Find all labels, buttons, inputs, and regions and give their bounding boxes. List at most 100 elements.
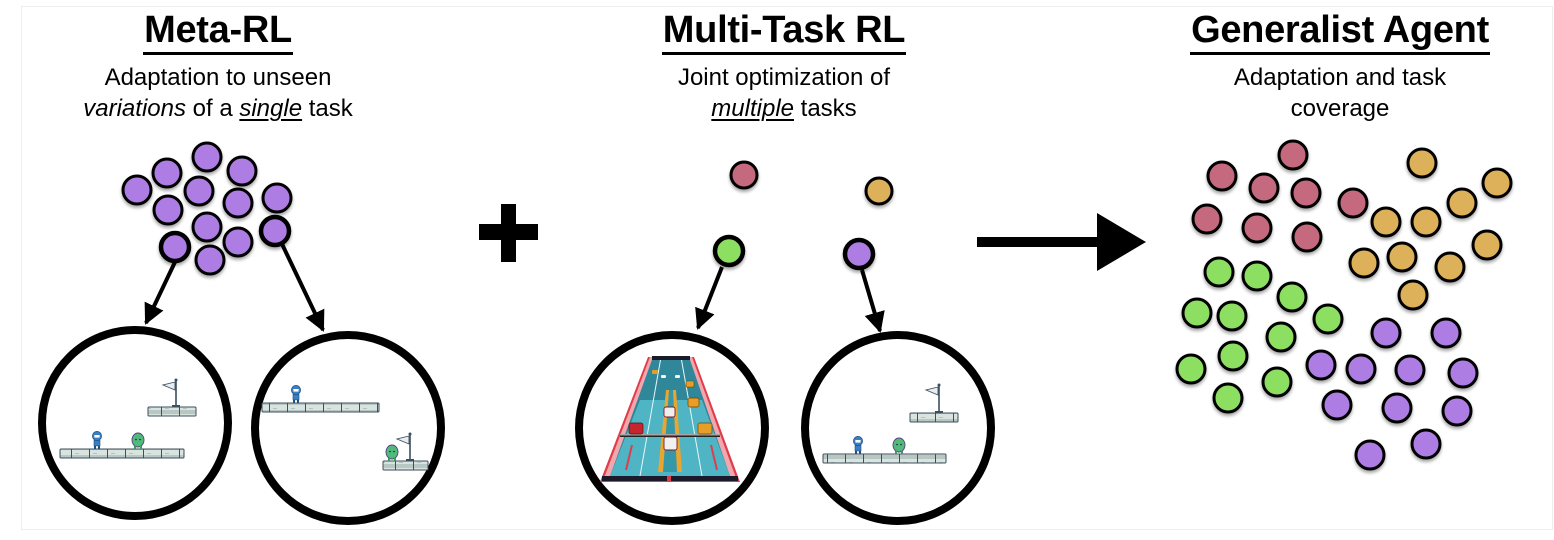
scene-circle <box>38 326 232 520</box>
orange-task-dot <box>1348 247 1380 279</box>
race-car-icon <box>675 375 680 378</box>
meta-rl-arrow-left <box>144 261 177 325</box>
platform <box>822 453 947 464</box>
purple-task-dot <box>194 244 226 276</box>
green-task-dot <box>1312 303 1344 335</box>
orange-task-dot <box>1434 251 1466 283</box>
multi-task-arrow-racing <box>695 266 724 330</box>
generalist-agent-task-cluster <box>1175 139 1513 471</box>
meta-rl-subtitle: Adaptation to unseen variations of a sin… <box>68 62 368 124</box>
purple-task-dot <box>1321 389 1353 421</box>
platform <box>382 460 429 471</box>
multi-task-rl-subtitle: Joint optimization of multiple tasks <box>614 62 954 124</box>
purple-task-dot <box>1394 354 1426 386</box>
multi-task-rl-task-cluster <box>712 160 894 271</box>
green-task-dot <box>1217 340 1249 372</box>
meta-rl-emphasis-variations: variations <box>83 95 186 122</box>
orange-task-dot <box>1386 241 1418 273</box>
selected-purple-task-dot <box>158 230 192 264</box>
platform <box>261 402 380 413</box>
multi-task-rl-subtitle-line2: multiple tasks <box>614 93 954 124</box>
purple-task-dot <box>1410 428 1442 460</box>
pink-task-dot <box>1206 160 1238 192</box>
pink-task-dot <box>1241 212 1273 244</box>
goal-flag-icon <box>924 383 943 413</box>
green-task-dot <box>1265 321 1297 353</box>
orange-task-dot <box>1370 206 1402 238</box>
race-car-icon <box>663 406 676 418</box>
multi-task-arrow-platformer <box>860 269 885 333</box>
selected-purple-task-dot <box>258 214 292 248</box>
green-task-dot <box>1276 281 1308 313</box>
generalist-agent-title: Generalist Agent <box>1190 8 1490 55</box>
multi-task-rl-header: Multi-Task RL Joint optimization of mult… <box>614 8 954 124</box>
orange-task-dot <box>1446 187 1478 219</box>
ninja-agent-icon <box>92 431 102 449</box>
generalist-agent-header: Generalist Agent Adaptation and task cov… <box>1140 8 1540 124</box>
purple-task-dot <box>261 182 293 214</box>
multi-task-rl-title: Multi-Task RL <box>661 8 907 55</box>
arrow-right-icon <box>977 213 1146 271</box>
orange-task-dot <box>1410 206 1442 238</box>
purple-task-dot <box>1305 349 1337 381</box>
orange-task-dot <box>864 176 894 206</box>
multi-task-rl-emphasis-multiple: multiple <box>711 95 794 122</box>
race-car-icon <box>697 422 713 435</box>
pink-task-dot <box>1191 203 1223 235</box>
meta-rl-arrow-right <box>280 243 325 332</box>
meta-rl-header: Meta-RL Adaptation to unseen variations … <box>68 8 368 124</box>
meta-rl-title: Meta-RL <box>143 8 293 55</box>
purple-task-dot <box>121 174 153 206</box>
platform <box>147 406 197 417</box>
scene-circle <box>251 331 445 525</box>
orange-task-dot <box>1471 229 1503 261</box>
task-scene-platformer-2 <box>251 331 445 525</box>
purple-task-dot <box>1441 395 1473 427</box>
generalist-agent-subtitle: Adaptation and task coverage <box>1140 62 1540 124</box>
goal-flag-icon <box>161 378 180 407</box>
race-car-icon <box>661 375 666 378</box>
meta-rl-subtitle-line1: Adaptation to unseen <box>104 64 332 91</box>
green-task-dot <box>1241 260 1273 292</box>
purple-task-dot <box>191 211 223 243</box>
green-task-dot <box>1175 353 1207 385</box>
purple-task-dot <box>1370 317 1402 349</box>
orange-task-dot <box>1397 279 1429 311</box>
ninja-agent-icon <box>853 436 863 454</box>
green-task-dot <box>1212 382 1244 414</box>
green-blob-icon <box>385 444 399 461</box>
meta-rl-subtitle-text: of a <box>185 95 240 122</box>
race-car-icon <box>663 436 678 451</box>
purple-task-dot <box>222 226 254 258</box>
purple-task-dot <box>226 155 258 187</box>
race-car-icon <box>628 422 644 435</box>
green-blob-icon <box>892 437 906 454</box>
ninja-agent-icon <box>291 385 301 403</box>
goal-flag-icon <box>395 432 414 461</box>
pink-task-dot <box>1291 221 1323 253</box>
orange-task-dot <box>1481 167 1513 199</box>
purple-task-dot <box>1430 317 1462 349</box>
purple-task-dot <box>1381 392 1413 424</box>
meta-rl-emphasis-single: single <box>239 95 303 122</box>
purple-task-dot <box>222 187 254 219</box>
pink-task-dot <box>1248 172 1280 204</box>
multi-task-rl-subtitle-line1: Joint optimization of <box>677 64 891 91</box>
race-car-icon <box>687 397 700 408</box>
green-task-dot <box>1261 366 1293 398</box>
plus-icon <box>479 204 538 262</box>
purple-task-dot <box>191 141 223 173</box>
race-car-icon <box>685 380 695 388</box>
platform <box>59 448 185 459</box>
meta-rl-subtitle-text-end: task <box>302 95 353 122</box>
purple-task-dot <box>151 157 183 189</box>
generalist-agent-subtitle-line2: coverage <box>1290 95 1390 122</box>
task-scene-platformer-1 <box>38 326 232 520</box>
green-blob-icon <box>131 432 145 449</box>
scene-circle <box>801 331 995 525</box>
generalist-agent-subtitle-line1: Adaptation and task <box>1233 64 1447 91</box>
pink-task-dot <box>1337 187 1369 219</box>
green-task-dot <box>1203 256 1235 288</box>
selected-green-task-dot <box>712 234 746 268</box>
purple-task-dot <box>152 194 184 226</box>
